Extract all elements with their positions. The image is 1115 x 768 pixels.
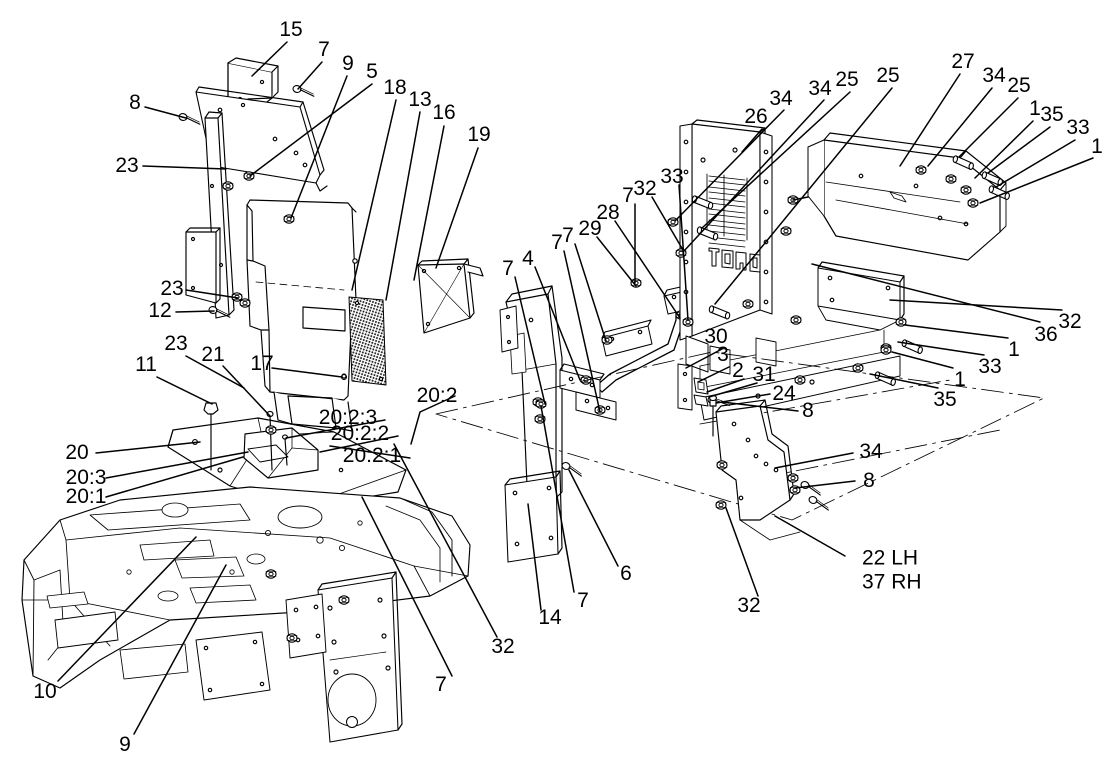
callout-25-b: 25 bbox=[876, 63, 900, 87]
seat-plate-insert-20-2 bbox=[243, 427, 319, 479]
callout-1-d: 1 bbox=[954, 367, 966, 391]
callout-28: 28 bbox=[596, 200, 620, 224]
callout-20-1: 20:1 bbox=[65, 484, 107, 508]
callout-20-3: 20:3 bbox=[65, 465, 107, 489]
callout-14: 14 bbox=[538, 605, 562, 629]
callout-7-b: 7 bbox=[435, 672, 447, 696]
callout-7-f: 7 bbox=[562, 223, 574, 247]
callout-15: 15 bbox=[279, 17, 303, 41]
callout-8-b: 8 bbox=[802, 398, 814, 422]
callout-25-a: 25 bbox=[835, 67, 859, 91]
chassis-frame-10 bbox=[21, 486, 471, 701]
callout-7-a: 7 bbox=[318, 37, 330, 61]
callout-24: 24 bbox=[772, 381, 796, 405]
callout-3: 3 bbox=[717, 342, 729, 366]
leader-lines bbox=[57, 41, 1094, 735]
callout-33-c: 33 bbox=[978, 354, 1002, 378]
callout-17: 17 bbox=[250, 351, 274, 375]
callout-4: 4 bbox=[522, 246, 534, 270]
callout-13: 13 bbox=[408, 87, 432, 111]
knob-11 bbox=[203, 402, 219, 471]
callout-8-c: 8 bbox=[863, 468, 875, 492]
callout-35-b: 35 bbox=[933, 387, 957, 411]
callout-20-2-3: 20:2:3 bbox=[318, 405, 378, 429]
callout-32-b: 32 bbox=[633, 176, 657, 200]
callout-1-b: 1 bbox=[1091, 134, 1103, 158]
side-shield-18 bbox=[246, 199, 387, 432]
callout-23-c: 23 bbox=[164, 331, 188, 355]
callout-23-a: 23 bbox=[115, 153, 139, 177]
callout-1-c: 1 bbox=[1008, 337, 1020, 361]
callout-34-b: 34 bbox=[808, 76, 832, 100]
callout-7-e: 7 bbox=[551, 230, 563, 254]
callout-7-c: 7 bbox=[577, 588, 589, 612]
callout-9-b: 9 bbox=[119, 732, 131, 756]
callout-20: 20 bbox=[65, 440, 89, 464]
callout-20-2: 20:2 bbox=[416, 383, 458, 407]
callout-20-2-1: 20:2:1 bbox=[342, 443, 402, 467]
callout-10: 10 bbox=[33, 679, 57, 703]
tall-post-14 bbox=[504, 285, 563, 563]
grille-panel-26 bbox=[679, 119, 773, 373]
callout-34-a: 34 bbox=[769, 86, 793, 110]
callout-9-a: 9 bbox=[342, 51, 354, 75]
callout-21: 21 bbox=[201, 342, 225, 366]
callout-23-b: 23 bbox=[160, 276, 184, 300]
callout-22lh-37rh: 22 LH 37 RH bbox=[862, 546, 922, 593]
callout-7-g: 7 bbox=[622, 183, 634, 207]
callout-34-d: 34 bbox=[859, 439, 883, 463]
callout-27: 27 bbox=[951, 49, 975, 73]
callout-25-c: 25 bbox=[1007, 73, 1031, 97]
callout-32-d: 32 bbox=[737, 593, 761, 617]
side-plate-left bbox=[185, 227, 221, 304]
callout-36: 36 bbox=[1034, 322, 1058, 346]
rear-bracket-assembly bbox=[265, 569, 403, 743]
callout-5: 5 bbox=[366, 59, 378, 83]
callout-34-c: 34 bbox=[982, 63, 1006, 87]
callout-16: 16 bbox=[432, 100, 456, 124]
callout-35-a: 35 bbox=[1040, 102, 1064, 126]
callout-7-d: 7 bbox=[502, 256, 514, 280]
callout-6: 6 bbox=[620, 561, 632, 585]
side-plate-22-37 bbox=[715, 399, 832, 541]
callout-33-b: 33 bbox=[1066, 115, 1090, 139]
callout-1-a: 1 bbox=[1029, 96, 1041, 120]
callout-12: 12 bbox=[148, 298, 172, 322]
callout-32-a: 32 bbox=[491, 634, 515, 658]
callout-32-c: 32 bbox=[1058, 309, 1082, 333]
callout-29: 29 bbox=[578, 216, 602, 240]
callout-8-a: 8 bbox=[129, 90, 141, 114]
callout-19: 19 bbox=[467, 122, 491, 146]
callout-2: 2 bbox=[732, 358, 744, 382]
callout-30: 30 bbox=[704, 324, 728, 348]
callout-33-a: 33 bbox=[660, 164, 684, 188]
small-bracket-4 bbox=[499, 305, 546, 424]
callout-11: 11 bbox=[135, 352, 157, 376]
callout-26: 26 bbox=[744, 104, 768, 128]
mount-strap-5 bbox=[195, 86, 328, 192]
rear-panel-19 bbox=[417, 258, 484, 334]
callout-31: 31 bbox=[752, 362, 776, 386]
callout-18: 18 bbox=[383, 75, 407, 99]
right-frame-rail-27 bbox=[807, 132, 1007, 261]
callout-20-2-2: 20:2:2 bbox=[330, 421, 390, 445]
